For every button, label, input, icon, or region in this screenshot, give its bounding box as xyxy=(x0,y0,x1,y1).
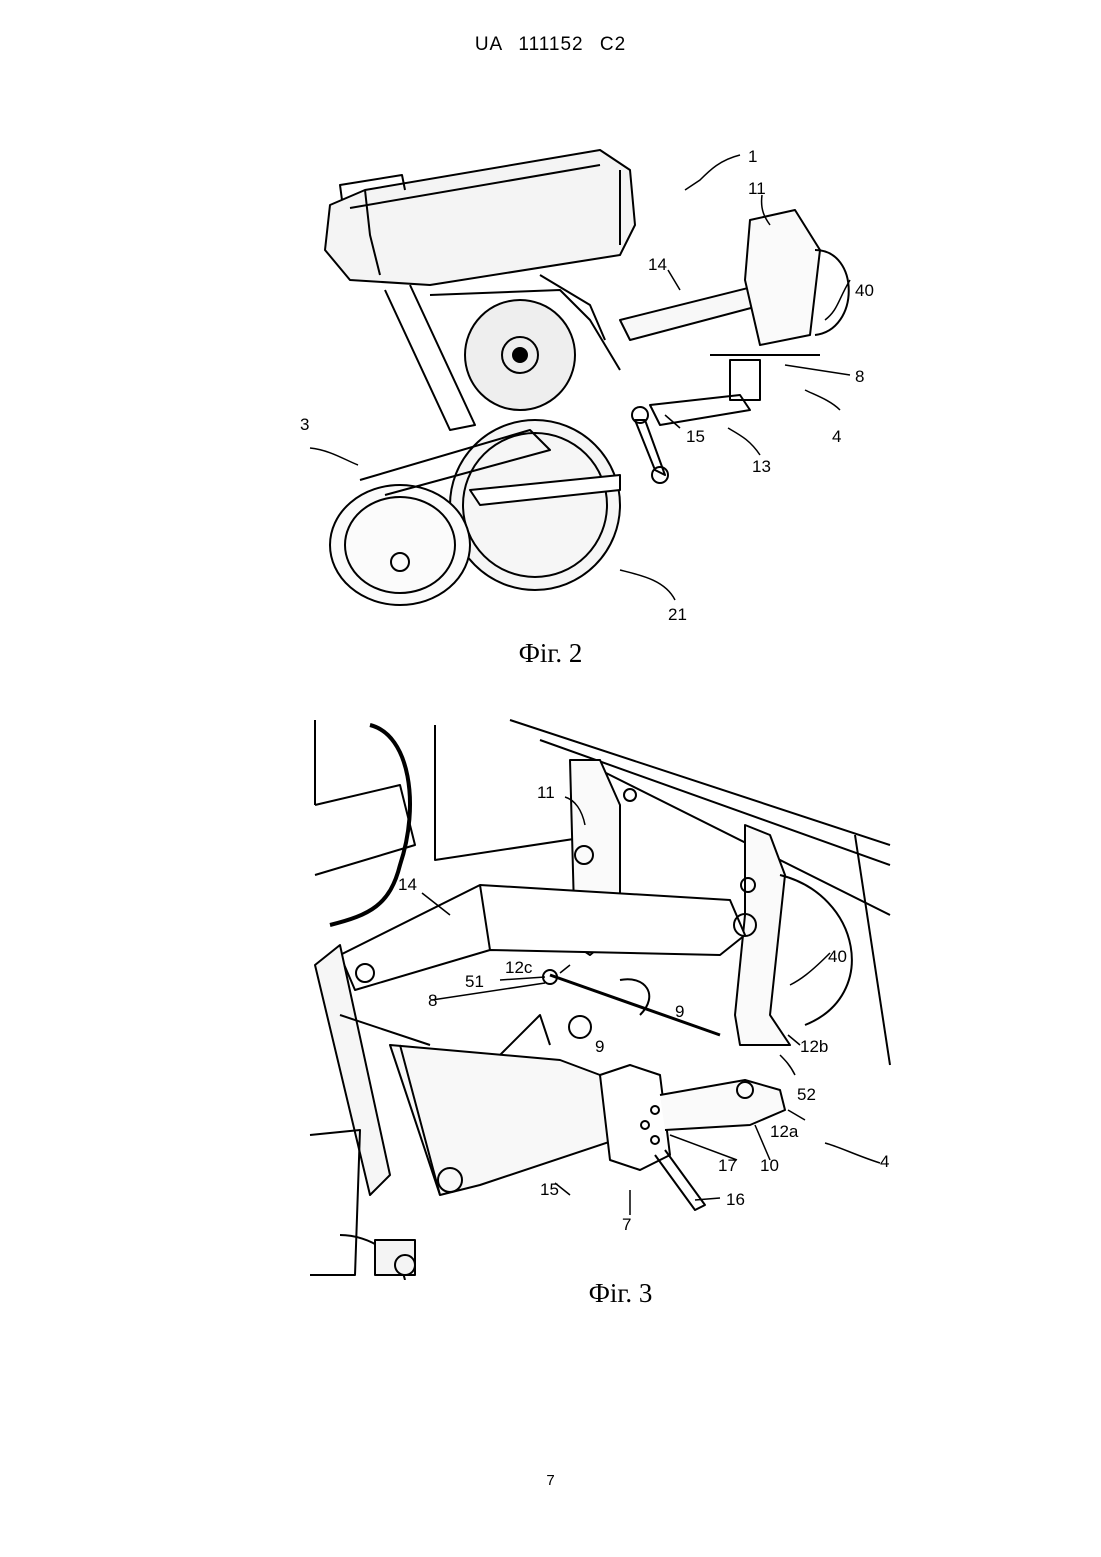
fig2-label-8: 8 xyxy=(855,367,864,386)
fig2-label-14: 14 xyxy=(648,255,667,274)
fig3-label-11: 11 xyxy=(537,783,555,802)
fig3-label-9-b: 9 xyxy=(595,1037,604,1056)
fig3-label-16: 16 xyxy=(726,1190,745,1209)
fig3-label-8: 8 xyxy=(428,991,437,1010)
figure-3-caption: Фіг. 3 xyxy=(70,1278,1101,1309)
fig2-label-40: 40 xyxy=(855,281,874,300)
fig3-label-52: 52 xyxy=(797,1085,816,1104)
fig3-label-9-a: 9 xyxy=(675,1002,684,1021)
page-number: 7 xyxy=(0,1472,1101,1489)
fig2-label-13: 13 xyxy=(752,457,771,476)
figure-3-drawing: 11 14 40 51 12c 8 9 9 12b 52 12a 4 17 10… xyxy=(300,715,900,1280)
fig2-label-3: 3 xyxy=(300,415,309,434)
figure-2-drawing: 1 11 14 40 8 3 15 4 13 21 xyxy=(290,130,910,630)
fig3-label-7: 7 xyxy=(622,1215,631,1234)
fig2-label-11: 11 xyxy=(748,179,766,198)
figure-2-caption: Фіг. 2 xyxy=(0,638,1101,669)
fig2-label-1: 1 xyxy=(748,147,757,166)
fig3-label-12b: 12b xyxy=(800,1037,828,1056)
figure-2-svg: 1 11 14 40 8 3 15 4 13 21 xyxy=(290,130,910,630)
patent-document-number: UA 111152 C2 xyxy=(0,34,1101,56)
fig3-label-4: 4 xyxy=(880,1152,889,1171)
fig3-label-12a: 12a xyxy=(770,1122,799,1141)
fig3-label-15: 15 xyxy=(540,1180,559,1199)
figure-3-svg: 11 14 40 51 12c 8 9 9 12b 52 12a 4 17 10… xyxy=(300,715,900,1280)
fig3-label-40: 40 xyxy=(828,947,847,966)
fig3-label-17: 17 xyxy=(718,1156,737,1175)
fig2-label-15: 15 xyxy=(686,427,705,446)
fig2-label-21: 21 xyxy=(668,605,687,624)
fig3-label-14: 14 xyxy=(398,875,417,894)
fig3-label-12c: 12c xyxy=(505,958,533,977)
fig3-label-51: 51 xyxy=(465,972,484,991)
fig2-label-4: 4 xyxy=(832,427,841,446)
fig3-label-10: 10 xyxy=(760,1156,779,1175)
